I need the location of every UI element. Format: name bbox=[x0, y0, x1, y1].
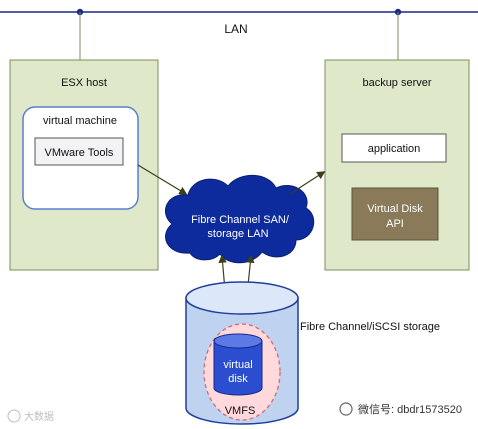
cloud-label-line2: storage LAN bbox=[207, 228, 268, 240]
vmware-tools-box bbox=[34, 137, 124, 166]
application-box bbox=[341, 133, 447, 163]
virtual-disk-label-line1: virtual bbox=[223, 359, 252, 371]
virtual-disk-body bbox=[213, 340, 263, 396]
virtual-disk-api-label-line2: API bbox=[386, 218, 404, 230]
esx-host-label: ESX host bbox=[61, 77, 107, 89]
virtual-disk-label-line2: disk bbox=[228, 373, 248, 385]
watermark-left-text: 大数据 bbox=[24, 410, 54, 423]
vmware-tools-label: VMware Tools bbox=[45, 147, 114, 159]
storage-cylinder-top bbox=[185, 281, 299, 315]
lan-label: LAN bbox=[224, 22, 247, 36]
virtual-disk-api-label-line1: Virtual Disk bbox=[367, 203, 423, 215]
watermark-right: 微信号: dbdr1573520 bbox=[339, 402, 462, 416]
arrow-vm-to-san bbox=[137, 164, 188, 195]
vmfs-label: VMFS bbox=[225, 405, 256, 417]
watermark-left: 大数据 bbox=[7, 409, 54, 423]
cloud-label-line1: Fibre Channel SAN/ bbox=[191, 214, 290, 226]
fibre-channel-san-cloud bbox=[165, 174, 315, 264]
arrow-san-to-backup bbox=[289, 171, 326, 195]
virtual-disk-top bbox=[213, 333, 263, 349]
watermark-left-icon bbox=[7, 409, 21, 423]
virtual-machine-label: virtual machine bbox=[43, 115, 117, 127]
watermark-right-text: 微信号: dbdr1573520 bbox=[358, 402, 462, 416]
virtual-disk-api-box bbox=[351, 187, 439, 241]
storage-label: Fibre Channel/iSCSI storage bbox=[300, 321, 440, 333]
application-label: application bbox=[368, 143, 421, 155]
wechat-icon bbox=[339, 402, 353, 416]
backup-server-label: backup server bbox=[362, 77, 431, 89]
